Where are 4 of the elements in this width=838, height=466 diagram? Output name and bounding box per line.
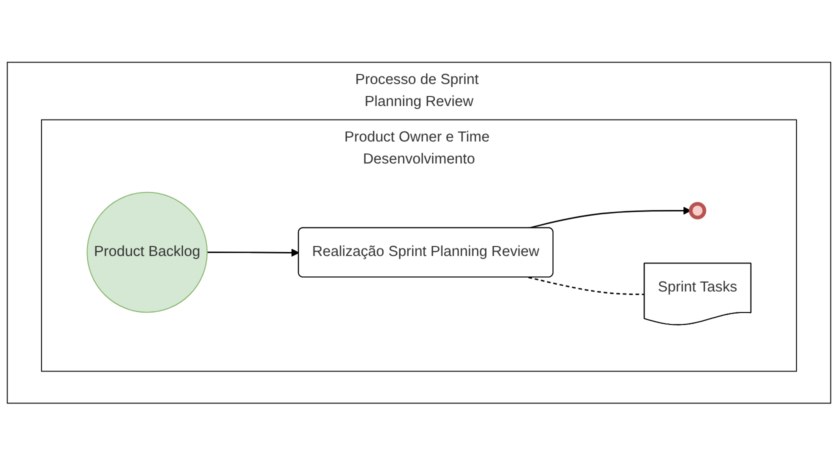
connector bbox=[528, 276, 645, 296]
node-circle bbox=[688, 202, 706, 220]
node-circle: Product Backlog bbox=[86, 192, 208, 313]
arrow bbox=[207, 248, 300, 257]
